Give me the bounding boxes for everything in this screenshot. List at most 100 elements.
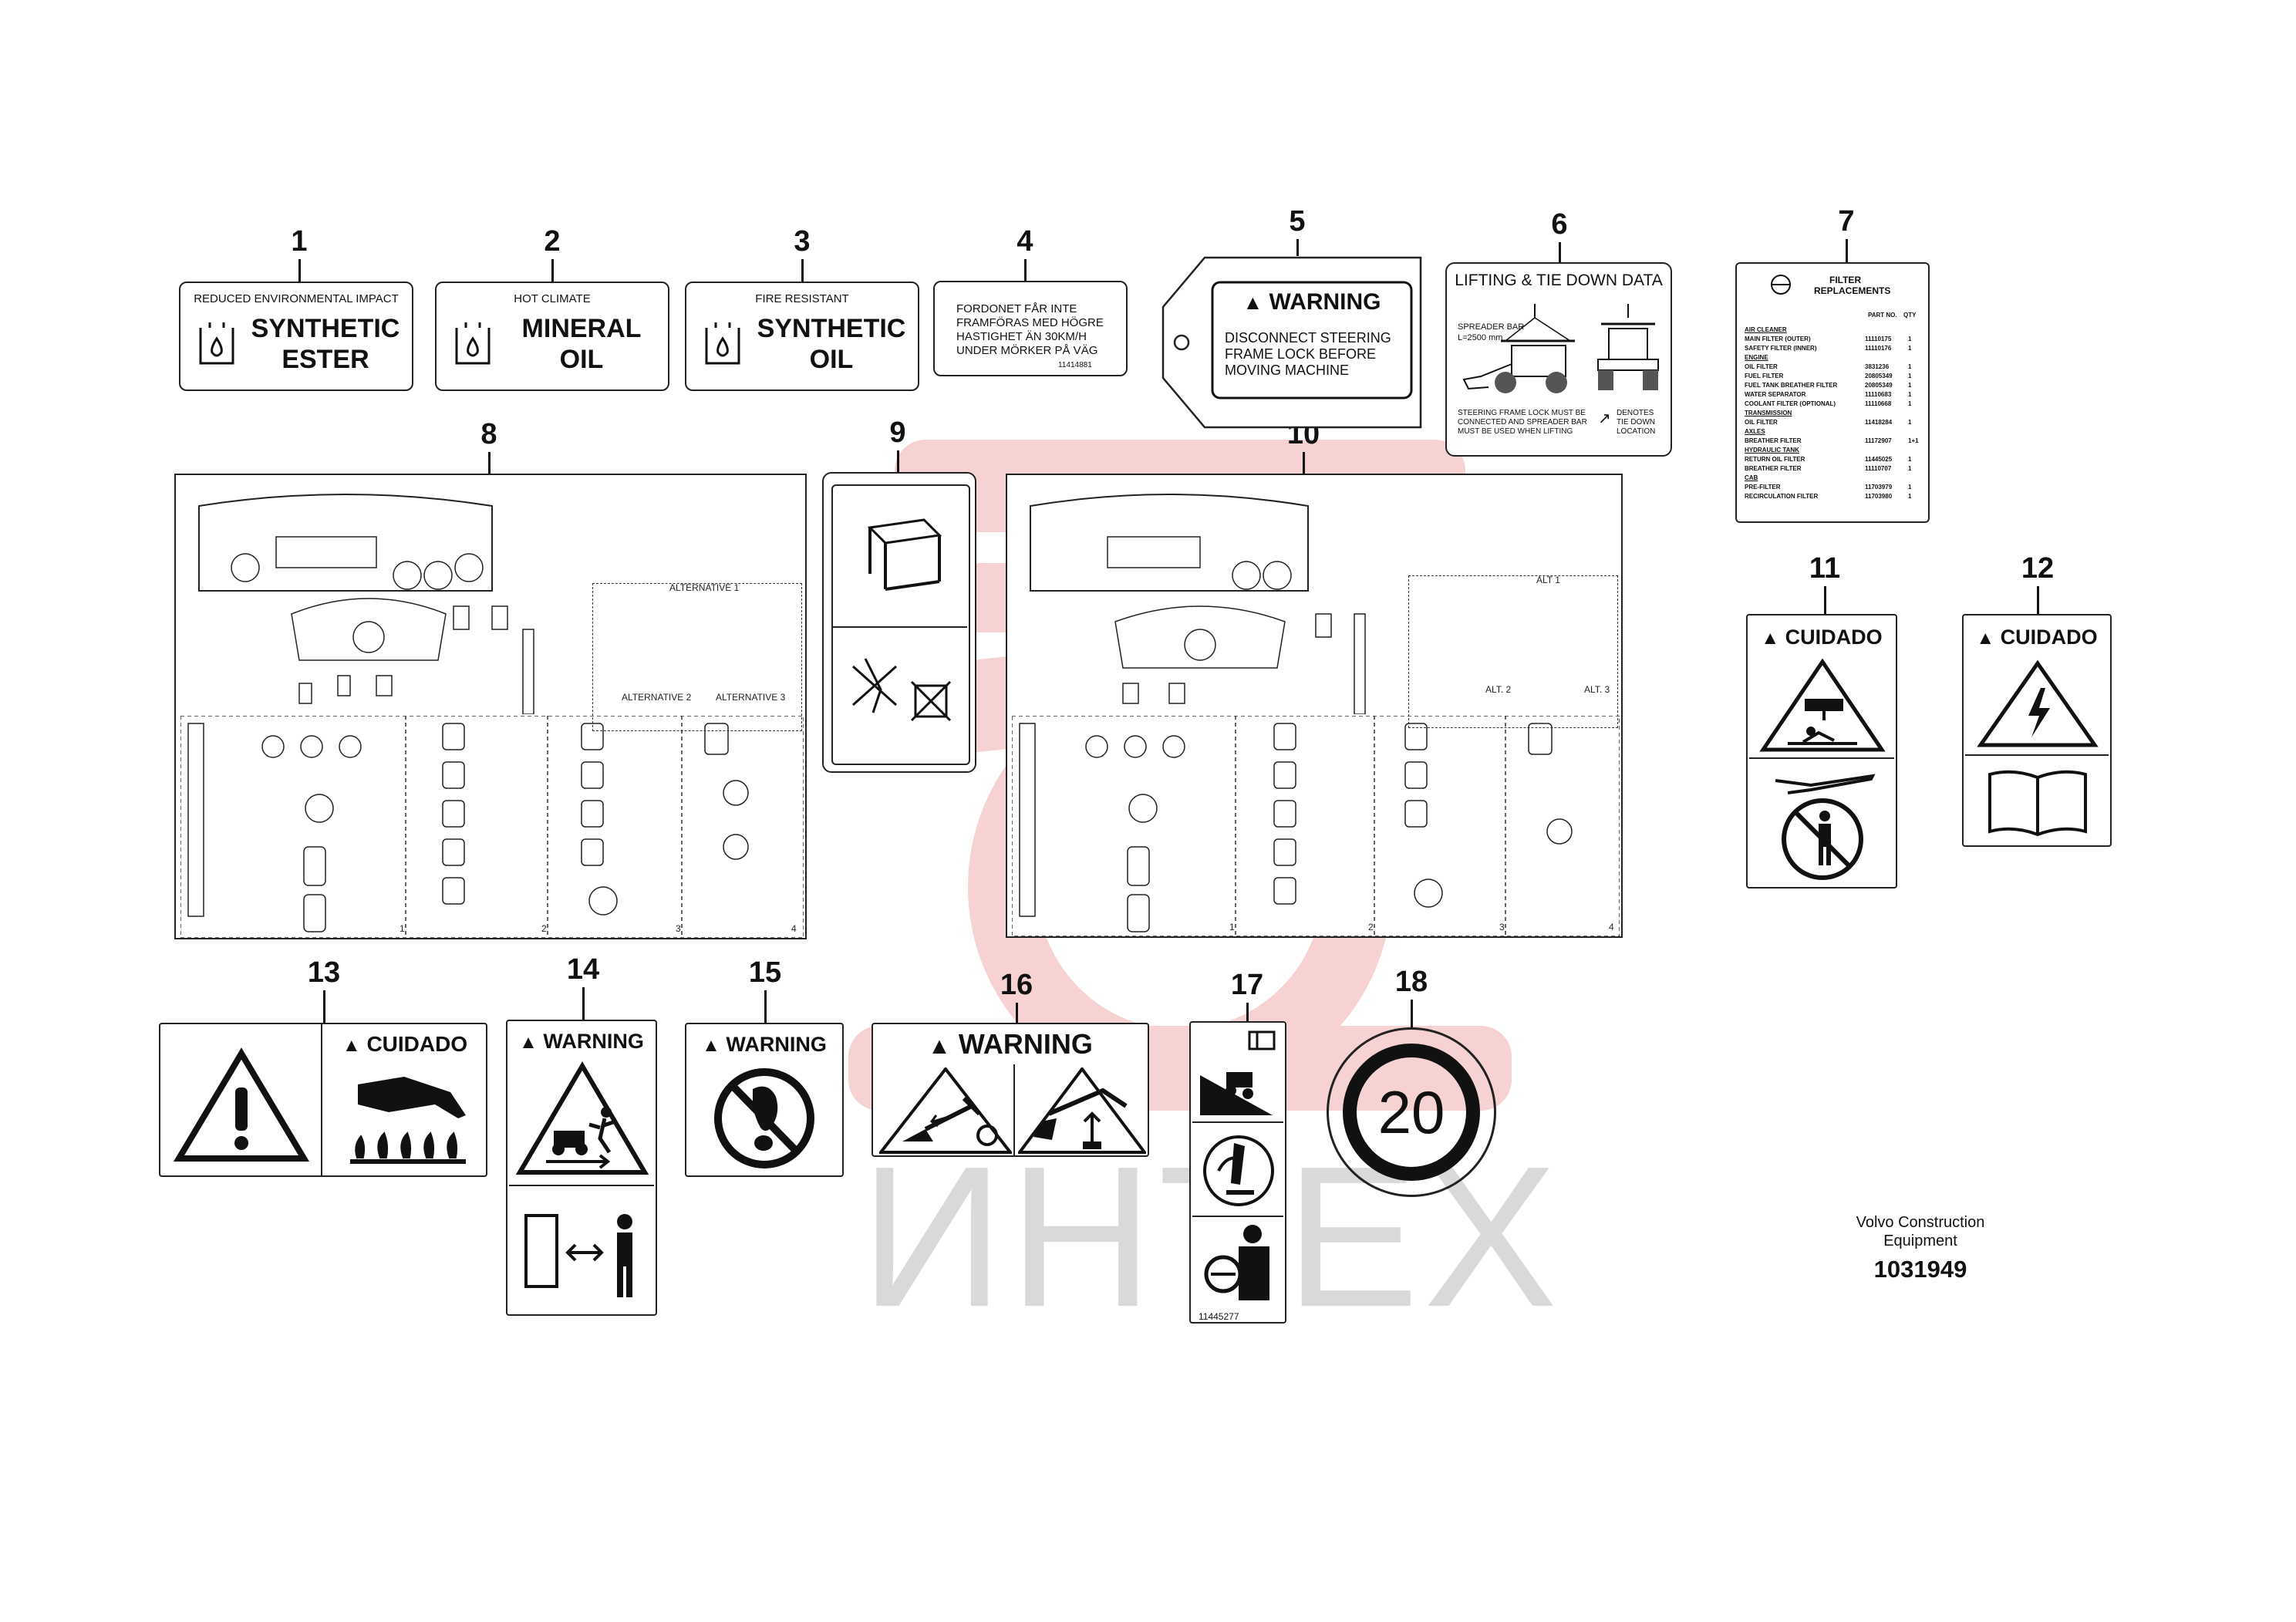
label-18-speed-value: 20 (1377, 1078, 1445, 1146)
label-6-note-left: STEERING FRAME LOCK MUST BE CONNECTED AN… (1458, 409, 1587, 437)
label-7-col-part: PART NO. (1868, 312, 1897, 319)
label-2-subtitle: OIL (559, 345, 604, 374)
oil-can-icon (199, 322, 234, 365)
leader-7 (1846, 239, 1848, 262)
label-11-divider (1749, 757, 1894, 759)
filter-qty: 1 (1908, 419, 1912, 426)
oil-can-icon (455, 322, 491, 365)
leader-6 (1559, 242, 1561, 262)
label-5-tag-outline (1161, 256, 1422, 429)
label-8-alt-1: ALTERNATIVE 1 (669, 582, 740, 593)
label-15-header-text: WARNING (726, 1033, 827, 1056)
label-10-section-4: 4 (1609, 922, 1614, 932)
wheel-loader-lifting-icon (1462, 304, 1575, 393)
tie-down-arrow-icon: ↗ (1598, 410, 1611, 427)
callout-13: 13 (307, 956, 341, 989)
label-5-line-3: MOVING MACHINE (1225, 363, 1350, 378)
lift-arm-hazard-icon (1018, 1067, 1146, 1154)
label-15-no-step: ▲ WARNING (685, 1023, 844, 1177)
filter-qty: 1 (1908, 363, 1912, 370)
filter-group-heading: AXLES (1745, 428, 1765, 435)
filter-part-number: 20805349 (1865, 382, 1893, 389)
leader-8 (488, 452, 491, 474)
switch-panels-diagram (180, 716, 804, 938)
label-3-title: SYNTHETIC (757, 314, 906, 343)
run-over-hazard-icon (515, 1061, 649, 1175)
label-11-header-text: CUIDADO (1785, 626, 1883, 649)
filter-item-name: OIL FILTER (1745, 363, 1778, 370)
footer-part-number: 1031949 (1873, 1256, 1967, 1283)
filter-item-name: COOLANT FILTER (OPTIONAL) (1745, 400, 1836, 407)
label-13-header: ▲ CUIDADO (325, 1029, 484, 1060)
filter-part-number: 20805349 (1865, 373, 1893, 379)
filter-item-name: MAIN FILTER (OUTER) (1745, 336, 1811, 342)
label-4-line-4: UNDER MÖRKER PÅ VÄG (956, 344, 1098, 357)
leader-17 (1246, 1003, 1249, 1024)
filter-item-name: FUEL FILTER (1745, 373, 1784, 379)
label-5-header-text: WARNING (1269, 289, 1381, 315)
filter-qty: 1 (1908, 400, 1912, 407)
label-8-alternatives-box (592, 583, 802, 731)
label-7-title-1: FILTER (1829, 275, 1862, 285)
label-7-filter-replacements: FILTER REPLACEMENTS PART NO. QTY AIR CLE… (1735, 262, 1930, 523)
label-17-operating-decal: 11445277 (1189, 1021, 1286, 1324)
no-drill-weld-icon (852, 658, 952, 722)
callout-8: 8 (480, 418, 497, 450)
label-14-header-text: WARNING (543, 1030, 644, 1053)
filter-part-number: 11110175 (1865, 336, 1892, 342)
filter-qty: 1 (1908, 484, 1912, 491)
label-11-crush-hazard: ▲ CUIDADO (1746, 614, 1897, 889)
label-9-divider (833, 626, 967, 628)
filter-icon (1771, 275, 1791, 295)
leader-11 (1824, 586, 1826, 614)
label-7-col-qty: QTY (1903, 312, 1917, 319)
label-10-alt-3: ALT. 3 (1584, 684, 1610, 695)
filter-item-name: FUEL TANK BREATHER FILTER (1745, 382, 1838, 389)
electrical-shock-icon (1977, 659, 2099, 747)
leader-16 (1016, 1003, 1018, 1030)
leader-1 (298, 259, 301, 282)
label-18-speed-limit: 20 (1327, 1027, 1496, 1197)
callout-6: 6 (1551, 208, 1568, 241)
label-6-note-right-2: TIE DOWN (1617, 418, 1655, 427)
footer-company-line-2: Equipment (1883, 1233, 1957, 1249)
label-6-title: LIFTING & TIE DOWN DATA (1455, 271, 1663, 289)
label-13-header-text: CUIDADO (366, 1032, 468, 1056)
label-14-divider (509, 1185, 654, 1186)
crush-hazard-icon (1759, 658, 1886, 752)
warning-triangle-icon: ▲ (1761, 628, 1780, 649)
filter-table-row: COOLANT FILTER (OPTIONAL) 11110668 1 (1745, 400, 1927, 409)
filter-part-number: 11110668 (1865, 400, 1892, 407)
callout-14: 14 (566, 953, 600, 986)
label-10-section-1: 1 (1229, 922, 1235, 932)
label-6-note-left-1: STEERING FRAME LOCK MUST BE (1458, 409, 1586, 417)
label-17-divider-1 (1192, 1121, 1283, 1123)
filter-item-name: RECIRCULATION FILTER (1745, 493, 1819, 500)
callout-9: 9 (889, 416, 906, 449)
label-5-line-1: DISCONNECT STEERING (1225, 330, 1391, 346)
label-3-fire-resistant: FIRE RESISTANT SYNTHETIC OIL (685, 282, 919, 391)
filter-qty: 1 (1908, 391, 1912, 398)
filter-table-row: ENGINE (1745, 353, 1927, 363)
label-4-line-2: FRAMFÖRAS MED HÖGRE (956, 316, 1104, 329)
warning-triangle-icon: ▲ (1242, 291, 1263, 314)
filter-item-name: WATER SEPARATOR (1745, 391, 1806, 398)
hot-surface-icon (350, 1077, 466, 1164)
leader-5 (1296, 239, 1299, 256)
general-warning-icon (173, 1047, 310, 1162)
label-16-header: ▲ WARNING (879, 1027, 1141, 1061)
instrument-cluster-diagram (1030, 494, 1366, 714)
label-10-section-2: 2 (1368, 922, 1374, 932)
callout-5: 5 (1289, 205, 1306, 238)
no-step-icon (714, 1068, 814, 1168)
warning-triangle-icon: ▲ (702, 1035, 720, 1056)
switch-panels-diagram (1012, 716, 1620, 936)
callout-1: 1 (291, 225, 308, 258)
callout-17: 17 (1230, 969, 1264, 1001)
label-16-bucket-hazard: ▲ WARNING (872, 1023, 1149, 1157)
label-6-note-right-1: DENOTES (1617, 409, 1654, 417)
filter-item-name: OIL FILTER (1745, 419, 1778, 426)
filter-part-number: 11172907 (1865, 437, 1892, 444)
